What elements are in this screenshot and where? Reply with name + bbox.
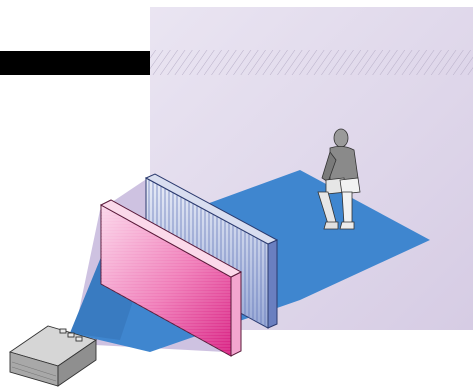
projector-icon [8, 325, 98, 387]
ceiling-hatch-band [150, 50, 473, 75]
front-panel-icon [99, 199, 243, 357]
black-bar [0, 51, 150, 75]
person-icon [317, 128, 361, 230]
